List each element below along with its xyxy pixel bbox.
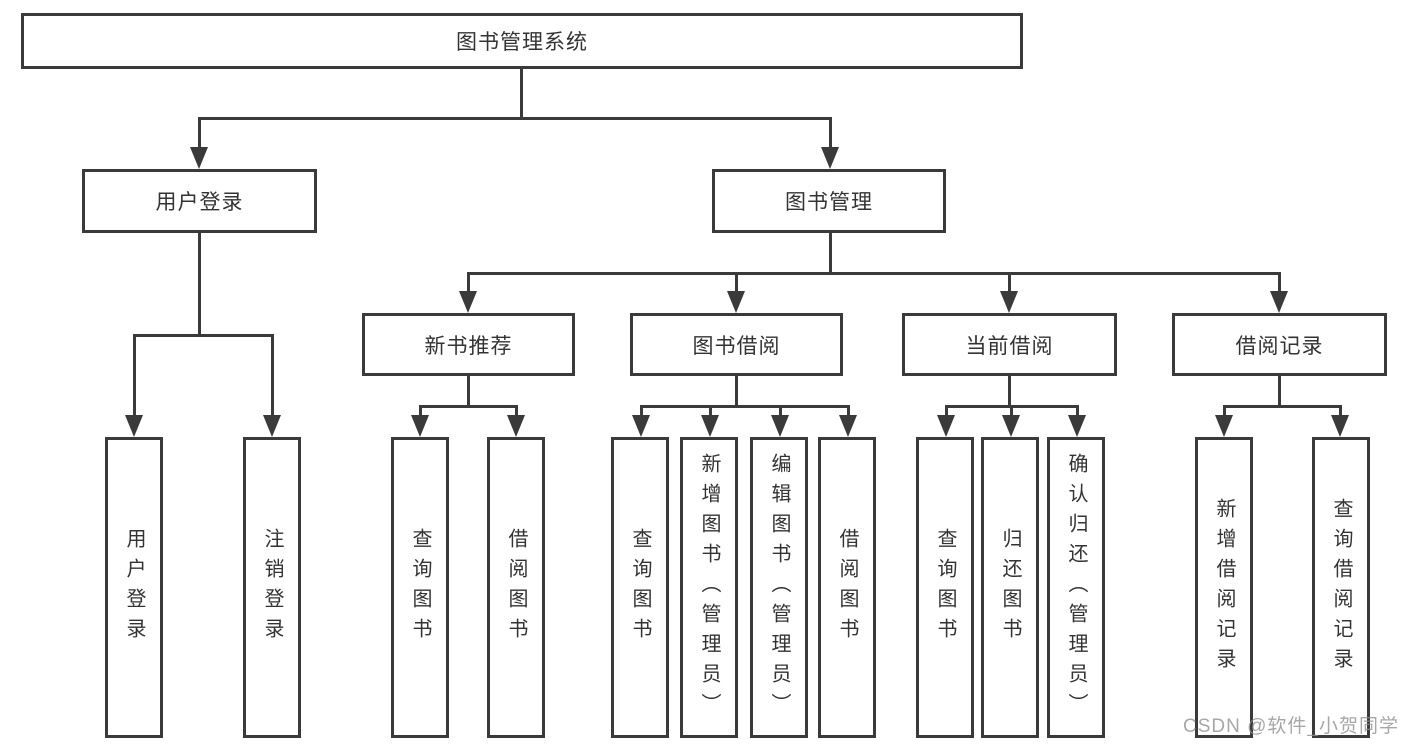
connector-arrow-leaf [640, 405, 643, 418]
arrowhead-icon [263, 415, 281, 437]
connector-root-split [198, 117, 832, 120]
connector-user-login-split [133, 334, 274, 337]
connector-group-stem [467, 376, 470, 408]
arrowhead-icon [411, 415, 429, 437]
node-label: 图书管理系统 [456, 31, 588, 54]
arrowhead-icon [507, 415, 525, 437]
connector-arrow-leaf [1339, 405, 1342, 418]
leaf-query-books: 查询图书 [916, 437, 974, 738]
connector-group-stem [1008, 376, 1011, 408]
connector-group-stem [735, 376, 738, 408]
node-current-borrow: 当前借阅 [902, 313, 1117, 376]
node-label: 查询图书 [409, 527, 431, 648]
node-label: 查询借阅记录 [1330, 497, 1352, 678]
connector-arrow-leaf [515, 405, 518, 418]
arrowhead-icon [190, 147, 208, 169]
node-label: 图书管理 [785, 191, 873, 214]
connector-group-split [1223, 405, 1342, 408]
node-label: 查询图书 [934, 527, 956, 648]
csdn-watermark: CSDN @软件_小贺同学 [1183, 716, 1399, 737]
leaf-borrow-books: 借阅图书 [818, 437, 876, 738]
arrowhead-icon [771, 415, 789, 437]
connector-book-management-stem [829, 233, 832, 275]
connector-arrow-book-management [829, 117, 832, 149]
arrowhead-icon [701, 415, 719, 437]
node-label: 归还图书 [999, 527, 1021, 648]
connector-arrow-leaf [1076, 405, 1079, 418]
connector-arrow-leaf [133, 334, 136, 416]
connector-book-management-split [467, 272, 1281, 275]
arrowhead-icon [839, 415, 857, 437]
arrowhead-icon [125, 415, 143, 437]
arrowhead-icon [1002, 415, 1020, 437]
connector-user-login-stem [198, 233, 201, 337]
node-label: 编辑图书（管理员） [768, 452, 790, 723]
connector-root-stem [520, 69, 523, 119]
node-user-login-group: 用户登录 [82, 169, 317, 233]
node-label: 当前借阅 [965, 334, 1054, 358]
node-label: 借阅记录 [1235, 334, 1324, 358]
connector-group-split [640, 405, 850, 408]
connector-arrow-leaf [945, 405, 948, 418]
connector-arrow-leaf [847, 405, 850, 418]
node-new-book-recommend: 新书推荐 [362, 313, 575, 376]
arrowhead-icon [1270, 291, 1288, 313]
arrowhead-icon [632, 415, 650, 437]
node-label: 注销登录 [261, 527, 283, 648]
connector-arrow-leaf [709, 405, 712, 418]
arrowhead-icon [1000, 291, 1018, 313]
connector-arrow-leaf [419, 405, 422, 418]
arrowhead-icon [1331, 415, 1349, 437]
node-label: 新书推荐 [424, 334, 513, 358]
node-label: 用户登录 [155, 191, 244, 214]
connector-arrow-leaf [1223, 405, 1226, 418]
arrowhead-icon [937, 415, 955, 437]
node-label: 借阅图书 [836, 527, 858, 648]
node-label: 用户登录 [123, 527, 145, 648]
leaf-return-books: 归还图书 [981, 437, 1039, 738]
connector-arrow-user-login [198, 117, 201, 149]
connector-arrow-leaf [271, 334, 274, 416]
arrowhead-icon [727, 291, 745, 313]
connector-group-split [419, 405, 518, 408]
arrowhead-icon [1068, 415, 1086, 437]
leaf-confirm-return-admin: 确认归还（管理员） [1047, 437, 1105, 738]
connector-arrow-group [1008, 272, 1011, 294]
connector-arrow-leaf [779, 405, 782, 418]
node-label: 查询图书 [629, 527, 651, 648]
node-label: 新增借阅记录 [1213, 497, 1235, 678]
node-borrow-record: 借阅记录 [1172, 313, 1387, 376]
node-label: 图书借阅 [692, 334, 781, 358]
connector-arrow-group [467, 272, 470, 294]
leaf-query-books: 查询图书 [611, 437, 669, 738]
arrowhead-icon [459, 291, 477, 313]
node-label: 借阅图书 [505, 527, 527, 648]
connector-arrow-leaf [1010, 405, 1013, 418]
connector-arrow-group [1278, 272, 1281, 294]
arrowhead-icon [1215, 415, 1233, 437]
connector-arrow-group [735, 272, 738, 294]
leaf-query-borrow-record: 查询借阅记录 [1312, 437, 1370, 738]
leaf-add-borrow-record: 新增借阅记录 [1195, 437, 1253, 738]
leaf-logout: 注销登录 [243, 437, 301, 738]
arrowhead-icon [821, 147, 839, 169]
leaf-add-books-admin: 新增图书（管理员） [680, 437, 738, 738]
leaf-user-login: 用户登录 [105, 437, 163, 738]
connector-group-stem [1278, 376, 1281, 408]
node-label: 新增图书（管理员） [698, 452, 720, 723]
leaf-edit-books-admin: 编辑图书（管理员） [750, 437, 808, 738]
leaf-borrow-books: 借阅图书 [487, 437, 545, 738]
node-library-management-system: 图书管理系统 [21, 13, 1023, 69]
node-book-borrow: 图书借阅 [630, 313, 843, 376]
node-book-management-group: 图书管理 [712, 169, 946, 233]
node-label: 确认归还（管理员） [1065, 452, 1087, 723]
leaf-query-books: 查询图书 [391, 437, 449, 738]
